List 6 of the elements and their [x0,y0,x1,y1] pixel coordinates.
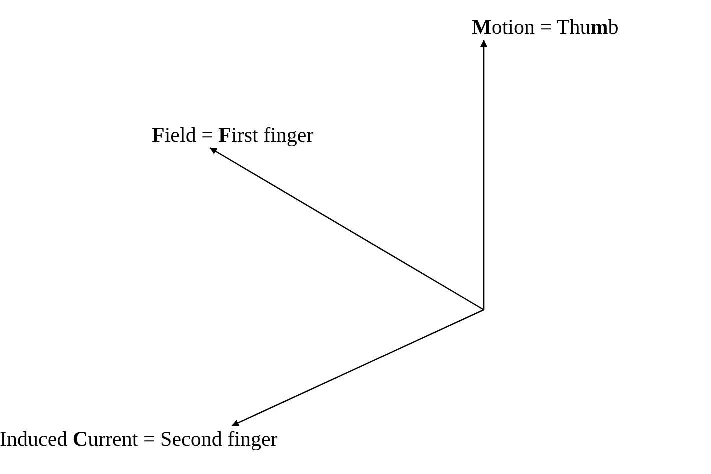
vector-label: Field = First finger [152,122,314,148]
arrow [232,309,484,427]
vector-label: Induced Current = Second finger [0,426,278,452]
vector-label: Motion = Thumb [472,14,619,40]
arrow [210,147,484,311]
arrow [480,40,488,310]
